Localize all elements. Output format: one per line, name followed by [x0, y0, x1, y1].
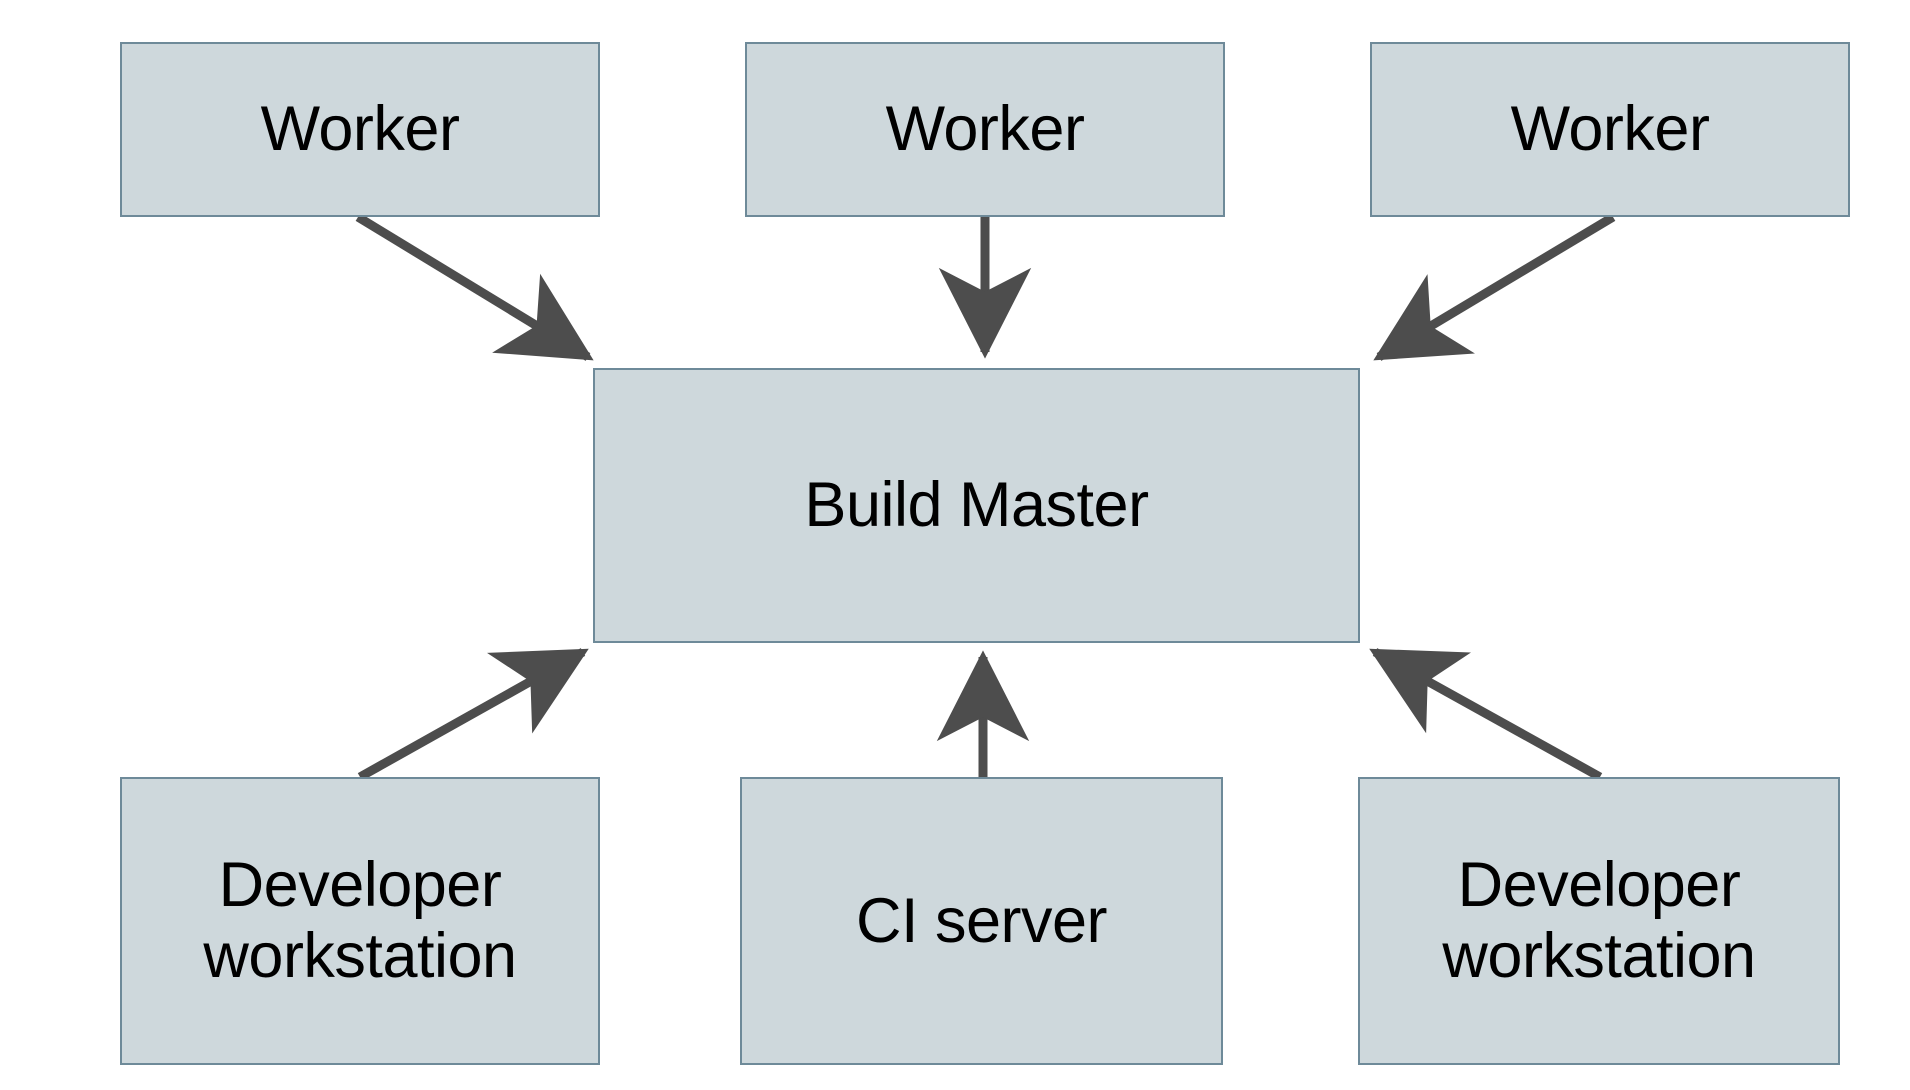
- node-ci-server-label: CI server: [855, 885, 1108, 956]
- node-worker-2-label: Worker: [885, 94, 1085, 165]
- node-worker-3-label: Worker: [1510, 94, 1710, 165]
- node-developer-workstation-left-label: Developer workstation: [203, 850, 517, 991]
- edge-dev-ws-right-to-build-master: [1369, 648, 1603, 781]
- node-worker-2[interactable]: Worker: [745, 42, 1225, 217]
- node-ci-server[interactable]: CI server: [740, 777, 1223, 1065]
- node-build-master[interactable]: Build Master: [593, 368, 1360, 643]
- node-developer-workstation-right[interactable]: Developer workstation: [1358, 777, 1840, 1065]
- edge-worker-3-to-build-master: [1373, 213, 1616, 361]
- edge-dev-ws-left-to-build-master: [357, 648, 589, 781]
- edge-worker-1-to-build-master: [355, 213, 594, 361]
- node-developer-workstation-left[interactable]: Developer workstation: [120, 777, 600, 1065]
- node-worker-1[interactable]: Worker: [120, 42, 600, 217]
- node-build-master-label: Build Master: [804, 470, 1149, 541]
- node-developer-workstation-right-label: Developer workstation: [1442, 850, 1756, 991]
- node-worker-3[interactable]: Worker: [1370, 42, 1850, 217]
- node-worker-1-label: Worker: [260, 94, 460, 165]
